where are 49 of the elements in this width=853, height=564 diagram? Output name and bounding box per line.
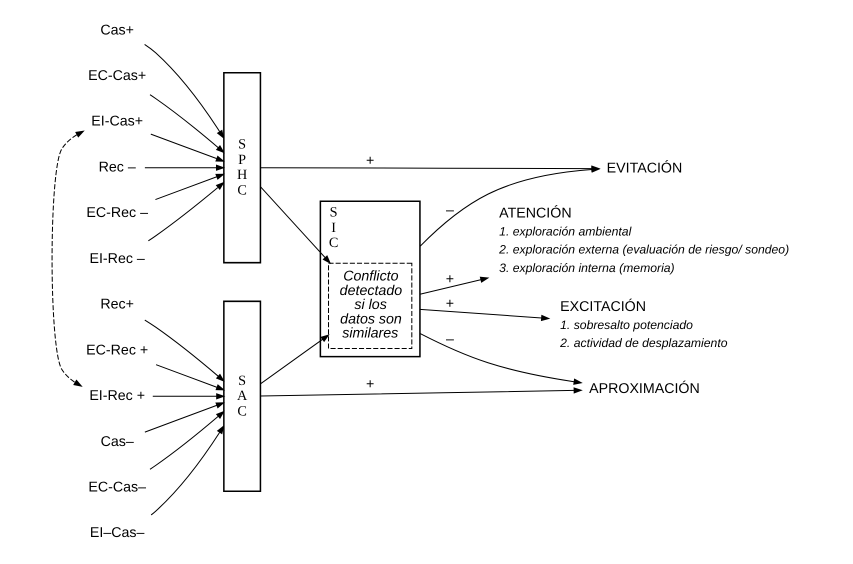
arrow — [420, 333, 583, 385]
node-text: EC-Cas– — [88, 479, 146, 496]
arrow — [150, 410, 225, 470]
arrow — [152, 393, 226, 400]
node-text: EXCITACIÓN — [560, 299, 646, 316]
node-label: 1. sobresalto potenciado — [560, 318, 693, 332]
arrow — [260, 334, 330, 384]
arrow — [144, 44, 224, 140]
node-label: 2. actividad de desplazamiento — [560, 336, 728, 350]
node-text: EI–Cas– — [90, 525, 144, 542]
edge-label: – — [446, 202, 454, 219]
node-text: EC-Rec – — [86, 205, 148, 222]
arrow — [150, 94, 225, 154]
arrow — [150, 134, 225, 162]
node-label: 2. exploración externa (evaluación de riesgo/ sondeo) — [499, 242, 790, 257]
node-text: EI-Cas+ — [91, 114, 144, 130]
arrow — [260, 186, 332, 264]
arrow — [420, 308, 550, 322]
node-text: EI-Rec + — [89, 388, 146, 404]
node-text: ATENCIÓN — [499, 206, 572, 222]
arrow — [155, 174, 225, 200]
node-text: Cas+ — [100, 22, 134, 38]
node-text: Rec+ — [100, 296, 134, 313]
node-text: Rec – — [98, 159, 136, 176]
arrow — [144, 164, 226, 171]
node-text: APROXIMACIÓN — [589, 380, 700, 397]
node-text: EVITACIÓN — [606, 160, 682, 176]
arrow — [52, 130, 85, 387]
node-text: EC-Rec + — [86, 342, 148, 358]
arrow — [156, 364, 226, 390]
edge-label: + — [366, 152, 374, 169]
arrow — [148, 182, 225, 242]
edge-label: – — [446, 332, 454, 348]
node-label: 3. exploración interna (memoria) — [499, 260, 675, 275]
node-box: S P H C — [223, 72, 262, 264]
node-text: EC-Cas+ — [88, 68, 146, 84]
node-box: Conflicto detectado si los datos son similares — [328, 262, 412, 350]
edge-label: + — [446, 272, 454, 288]
node-text: EI-Rec – — [90, 250, 145, 267]
node-label: 1. exploración ambiental — [499, 224, 632, 238]
arrow — [144, 320, 225, 382]
node-box: S A C — [223, 300, 262, 492]
edge-label: + — [446, 296, 454, 312]
arrow — [260, 387, 583, 396]
arrow — [420, 276, 490, 295]
edge-label: + — [366, 376, 374, 392]
arrow — [144, 402, 226, 433]
arrow — [150, 424, 224, 516]
node-text: Cas– — [100, 434, 134, 450]
